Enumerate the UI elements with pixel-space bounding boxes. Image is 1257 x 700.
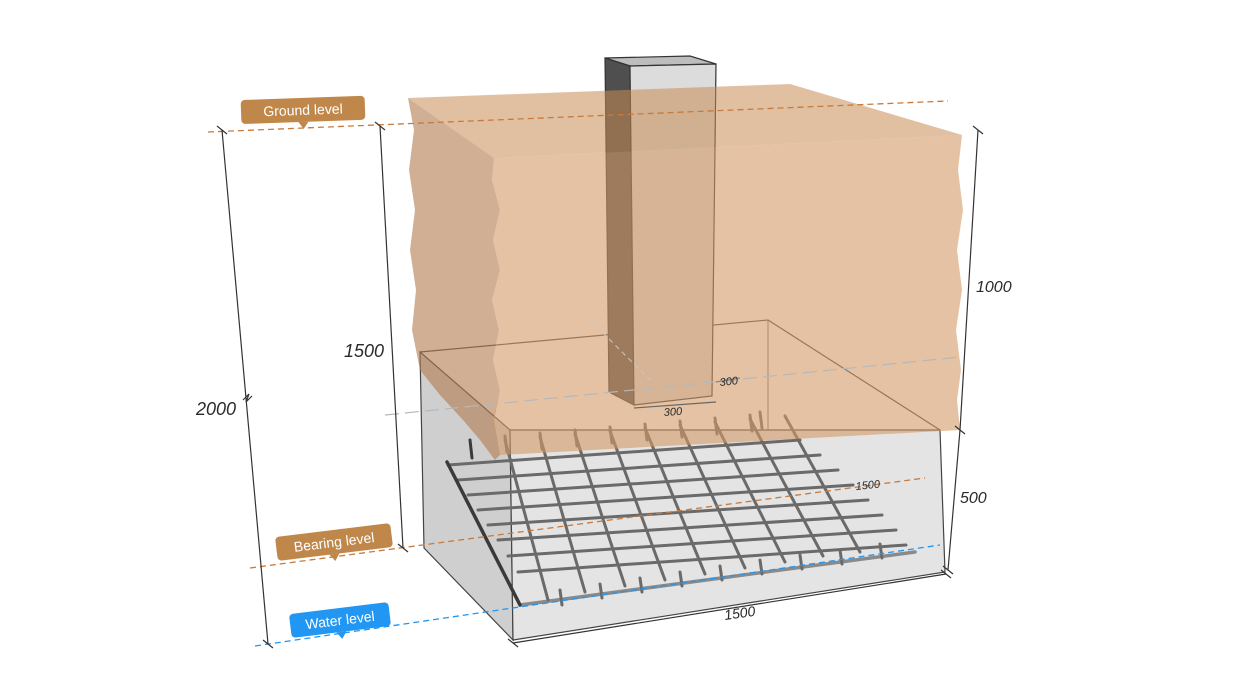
soil-front-face <box>492 135 963 455</box>
bearing-level-line <box>249 477 926 569</box>
footing-width-label: 1500 <box>723 603 756 623</box>
soil-top-face <box>408 84 962 158</box>
column-width-label: 300 <box>663 406 683 419</box>
water-level-tag: Water level <box>289 602 391 639</box>
soil-height-label: 1000 <box>976 279 1012 296</box>
footing-depth-label: 1500 <box>855 478 881 493</box>
bearing-level-tag: Bearing level <box>275 523 393 561</box>
ground-level-tag: Ground level <box>240 95 366 129</box>
water-level-line <box>254 544 941 647</box>
footing-height-label: 500 <box>960 490 987 507</box>
dimension-lines <box>216 121 984 649</box>
column-depth-label: 300 <box>719 375 739 389</box>
ground-level-tag-text: Ground level <box>263 101 343 120</box>
axis-line <box>384 356 961 416</box>
soil-left-face <box>408 98 500 460</box>
soil-volume <box>408 84 963 460</box>
embed-depth-label: 1500 <box>344 341 384 361</box>
rebar-mesh <box>445 410 917 607</box>
ground-level-line <box>207 100 949 133</box>
total-depth-label: 2000 <box>195 399 236 419</box>
level-lines <box>207 100 961 647</box>
